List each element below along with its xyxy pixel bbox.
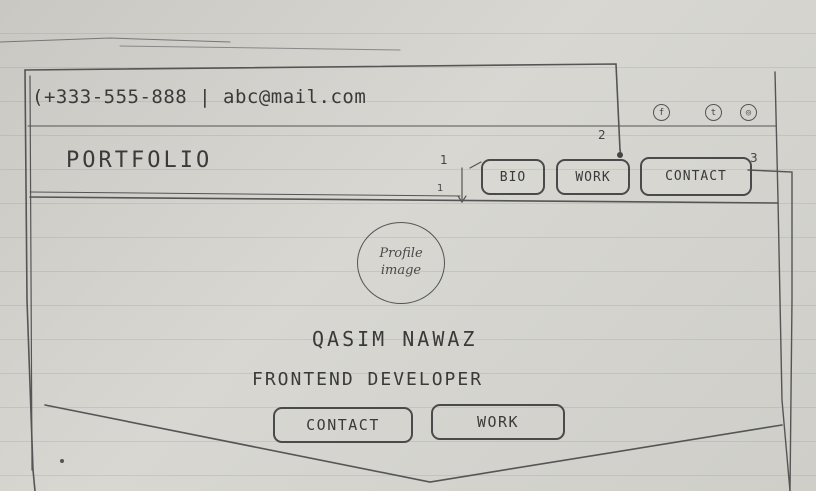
profile-image-placeholder: Profile image [357, 222, 445, 304]
twitter-icon[interactable]: t [705, 104, 722, 121]
profile-label-line2: image [380, 263, 422, 278]
nav-bio-button[interactable]: BIO [481, 159, 545, 195]
annotation-2: 2 [598, 128, 606, 142]
developer-name: QASIM NAWAZ [312, 327, 478, 351]
twitter-glyph: t [710, 107, 717, 118]
facebook-icon[interactable]: f [653, 104, 670, 121]
hero-work-button[interactable]: WORK [431, 404, 565, 440]
facebook-glyph: f [658, 107, 665, 118]
instagram-glyph: ◎ [745, 107, 752, 118]
instagram-icon[interactable]: ◎ [740, 104, 757, 121]
hero-contact-button[interactable]: CONTACT [273, 407, 413, 443]
nav-contact-button[interactable]: CONTACT [640, 157, 752, 196]
annotation-3: 3 [750, 151, 758, 165]
annotation-1-small: 1 [437, 183, 444, 194]
developer-role: FRONTEND DEVELOPER [252, 369, 484, 390]
annotation-1: 1 [440, 153, 448, 167]
contact-info-text: (+333-555-888 | abc@mail.com [32, 86, 367, 108]
profile-label-line1: Profile [379, 246, 423, 262]
logo[interactable]: PORTFOLIO [66, 148, 213, 173]
nav-work-button[interactable]: WORK [556, 159, 630, 195]
